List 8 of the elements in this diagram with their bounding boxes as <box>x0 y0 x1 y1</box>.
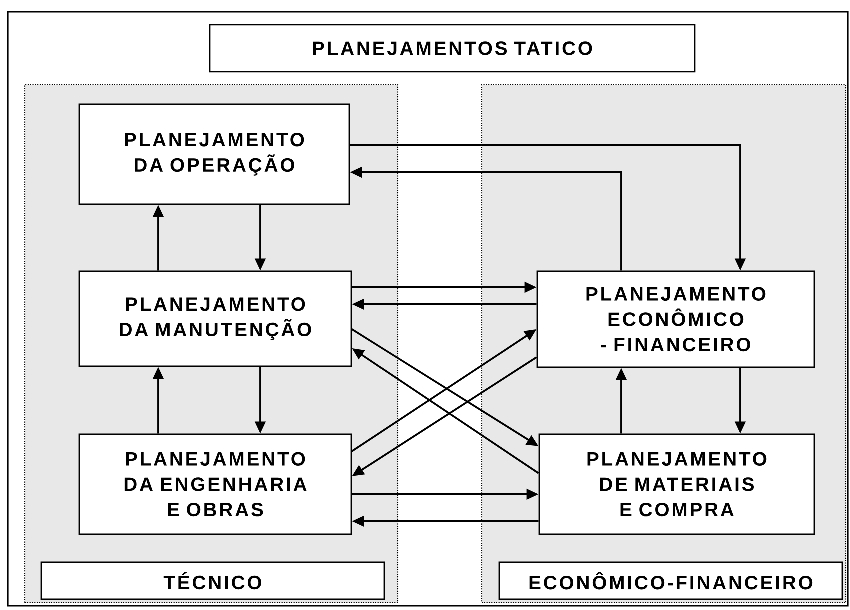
panel-label-box: ECONÔMICO-FINANCEIRO <box>498 562 844 600</box>
process-box: PLANEJAMENTO DA MANUTENÇÃO <box>78 270 352 368</box>
title-box: PLANEJAMENTOS TATICO <box>209 24 696 73</box>
process-box: PLANEJAMENTO ECONÔMICO - FINANCEIRO <box>536 270 816 368</box>
process-box: PLANEJAMENTO DA OPERAÇÃO <box>78 104 350 206</box>
process-box: PLANEJAMENTO DE MATERIAIS E COMPRA <box>538 434 816 536</box>
process-box: PLANEJAMENTO DA ENGENHARIA E OBRAS <box>78 434 352 536</box>
panel-label-box: TÉCNICO <box>40 562 386 600</box>
